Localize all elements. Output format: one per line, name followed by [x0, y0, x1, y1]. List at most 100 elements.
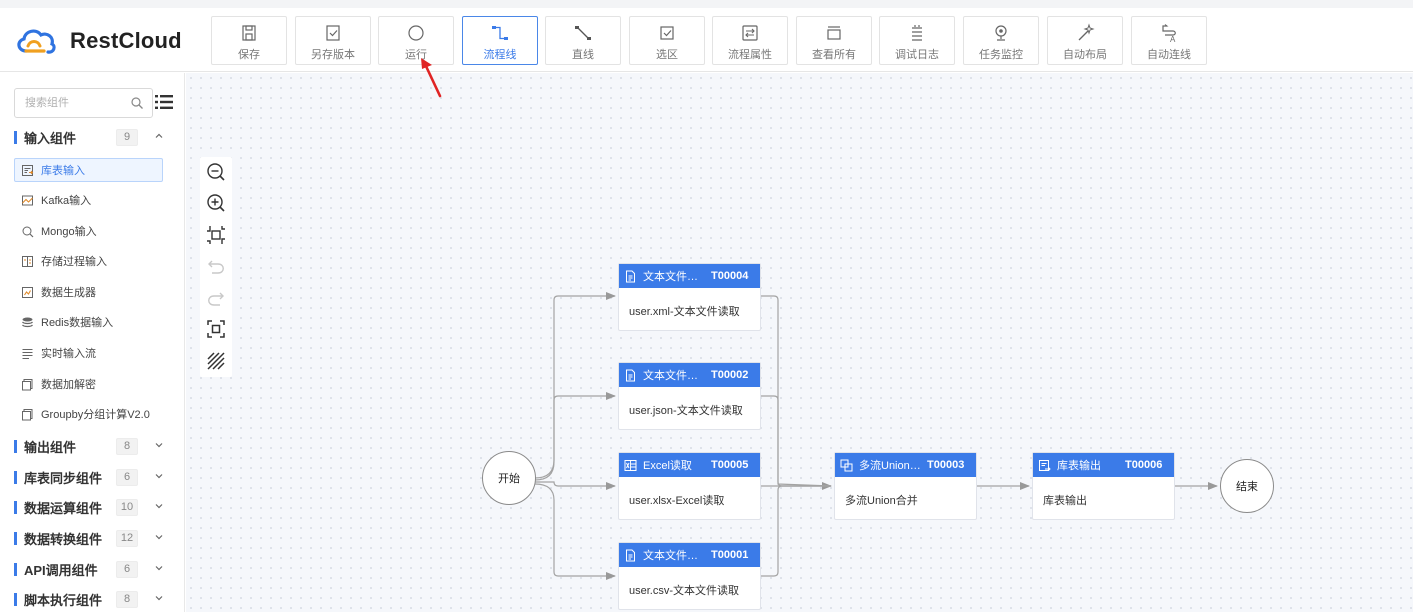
flow-node-T00004[interactable]: 文本文件… T00004 user.xml-文本文件读取 — [618, 263, 761, 331]
header: RestCloud 保存 另存版本 运行 流程线 直线 — [0, 0, 1413, 72]
component-item-procedure-input[interactable]: 存储过程输入 — [14, 249, 163, 273]
flow-line-button[interactable]: 流程线 — [462, 16, 538, 65]
flow-node-T00003[interactable]: 多流Union… T00003 多流Union合并 — [834, 452, 977, 520]
category-count-badge: 8 — [116, 590, 138, 608]
table-input-icon — [22, 164, 34, 176]
chevron-down-icon[interactable] — [154, 532, 164, 542]
groupby-icon — [22, 408, 33, 420]
kafka-icon — [22, 195, 33, 205]
save-version-button[interactable]: 另存版本 — [295, 16, 371, 65]
canvas-tool-panel — [200, 157, 232, 377]
flow-properties-button[interactable]: 流程属性 — [712, 16, 788, 65]
table-output-icon — [1039, 459, 1051, 471]
category-data-calc-components[interactable]: 数据运算组件 10 — [14, 496, 174, 518]
realtime-stream-icon — [22, 348, 33, 359]
mongo-icon — [22, 226, 34, 237]
search-icon[interactable] — [130, 96, 144, 110]
category-accent-bar — [14, 470, 17, 484]
run-circle-icon — [408, 25, 424, 41]
node-title: 库表输出 — [1057, 460, 1101, 472]
component-item-groupby[interactable]: Groupby分组计算V2.0 — [14, 402, 163, 426]
flow-node-T00001[interactable]: 文本文件… T00001 user.csv-文本文件读取 — [618, 542, 761, 610]
text-file-icon — [626, 270, 635, 282]
redo-icon[interactable] — [206, 288, 226, 308]
task-monitor-icon — [995, 25, 1007, 41]
node-body: user.xml-文本文件读取 — [629, 306, 740, 318]
category-count-badge: 9 — [116, 128, 138, 146]
node-id: T00001 — [711, 549, 749, 561]
straight-line-button[interactable]: 直线 — [545, 16, 621, 65]
excel-icon — [624, 459, 637, 471]
start-node[interactable]: 开始 — [482, 451, 536, 505]
flow-node-T00002[interactable]: 文本文件… T00002 user.json-文本文件读取 — [618, 362, 761, 430]
chevron-down-icon[interactable] — [154, 501, 164, 511]
zoom-out-icon[interactable] — [206, 162, 226, 182]
category-data-transform-components[interactable]: 数据转换组件 12 — [14, 527, 174, 549]
undo-icon[interactable] — [206, 256, 226, 276]
select-area-icon — [660, 26, 674, 40]
select-area-button[interactable]: 选区 — [629, 16, 705, 65]
category-api-call-components[interactable]: API调用组件 6 — [14, 558, 174, 580]
component-item-realtime-stream[interactable]: 实时输入流 — [14, 341, 163, 365]
grid-toggle-icon[interactable] — [206, 351, 226, 371]
redis-icon — [22, 317, 33, 327]
straight-line-icon — [575, 26, 591, 40]
chevron-down-icon[interactable] — [154, 563, 164, 573]
chevron-down-icon[interactable] — [154, 440, 164, 450]
component-search-input[interactable] — [15, 89, 120, 117]
run-button[interactable]: 运行 — [378, 16, 454, 65]
data-generator-icon — [22, 286, 33, 298]
cloud-logo-icon — [17, 29, 56, 54]
component-item-kafka-input[interactable]: Kafka输入 — [14, 188, 163, 212]
end-node[interactable]: 结束 — [1220, 459, 1274, 513]
node-body: 库表输出 — [1043, 495, 1087, 507]
encrypt-icon — [22, 378, 33, 390]
auto-connect-icon: A — [1162, 24, 1176, 43]
annotation-arrow-icon — [421, 58, 442, 98]
debug-log-button[interactable]: 调试日志 — [879, 16, 955, 65]
task-monitor-button[interactable]: 任务监控 — [963, 16, 1039, 65]
zoom-in-icon[interactable] — [206, 193, 226, 213]
chevron-down-icon[interactable] — [154, 593, 164, 603]
view-all-button[interactable]: 查看所有 — [796, 16, 872, 65]
node-id: T00004 — [711, 270, 749, 282]
flow-node-T00006[interactable]: 库表输出 T00006 库表输出 — [1032, 452, 1175, 520]
component-item-redis-input[interactable]: Redis数据输入 — [14, 310, 163, 334]
node-id: T00002 — [711, 369, 749, 381]
node-body: user.xlsx-Excel读取 — [629, 495, 725, 507]
union-icon — [840, 459, 853, 471]
category-accent-bar — [14, 592, 17, 606]
procedure-icon — [22, 255, 33, 267]
component-item-data-generator[interactable]: 数据生成器 — [14, 280, 163, 304]
chevron-down-icon[interactable] — [154, 471, 164, 481]
node-title: 文本文件… — [643, 550, 698, 562]
component-item-table-input[interactable]: 库表输入 — [14, 158, 163, 182]
node-title: 多流Union… — [859, 460, 921, 472]
component-item-mongo-input[interactable]: Mongo输入 — [14, 219, 163, 243]
actual-size-icon[interactable] — [206, 319, 226, 339]
auto-connect-button[interactable]: A 自动连线 — [1131, 16, 1207, 65]
category-input-components[interactable]: 输入组件 9 — [14, 126, 174, 148]
category-output-components[interactable]: 输出组件 8 — [14, 435, 174, 457]
save-button[interactable]: 保存 — [211, 16, 287, 65]
header-top-strip — [0, 0, 1413, 8]
flow-canvas[interactable] — [186, 73, 1413, 612]
category-table-sync-components[interactable]: 库表同步组件 6 — [14, 466, 174, 488]
node-id: T00005 — [711, 459, 749, 471]
category-script-components[interactable]: 脚本执行组件 8 — [14, 588, 174, 610]
category-count-badge: 6 — [116, 468, 138, 486]
component-item-encrypt[interactable]: 数据加解密 — [14, 372, 163, 396]
save-version-icon — [326, 25, 340, 41]
chevron-up-icon[interactable] — [154, 131, 164, 141]
text-file-icon — [626, 369, 635, 381]
node-header: 多流Union… T00003 — [835, 453, 976, 477]
auto-layout-button[interactable]: 自动布局 — [1047, 16, 1123, 65]
auto-layout-icon — [1078, 23, 1095, 41]
brand-name: RestCloud — [70, 28, 182, 53]
text-file-icon — [626, 549, 635, 561]
node-id: T00006 — [1125, 459, 1163, 471]
fit-view-icon[interactable] — [206, 225, 226, 245]
flow-node-T00005[interactable]: Excel读取 T00005 user.xlsx-Excel读取 — [618, 452, 761, 520]
list-view-icon[interactable] — [155, 94, 173, 110]
node-title: Excel读取 — [643, 460, 692, 472]
